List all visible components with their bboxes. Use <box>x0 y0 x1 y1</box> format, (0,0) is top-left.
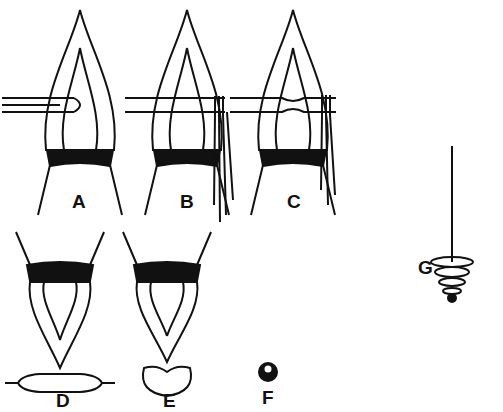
flame-b <box>125 10 233 222</box>
bulb-f <box>259 363 277 381</box>
flame-d <box>5 232 115 392</box>
figure-letter: A <box>72 192 86 211</box>
figure-letter: C <box>287 192 301 211</box>
figure-letter: G <box>418 258 433 277</box>
coil-g <box>431 146 473 302</box>
flame-a <box>2 10 122 215</box>
figure-letter: E <box>163 391 176 410</box>
figure-letter: B <box>180 192 194 211</box>
flame-c <box>230 10 336 215</box>
figure-letter: D <box>56 391 70 410</box>
flame-e <box>123 232 211 396</box>
figure-letter: F <box>262 388 274 407</box>
